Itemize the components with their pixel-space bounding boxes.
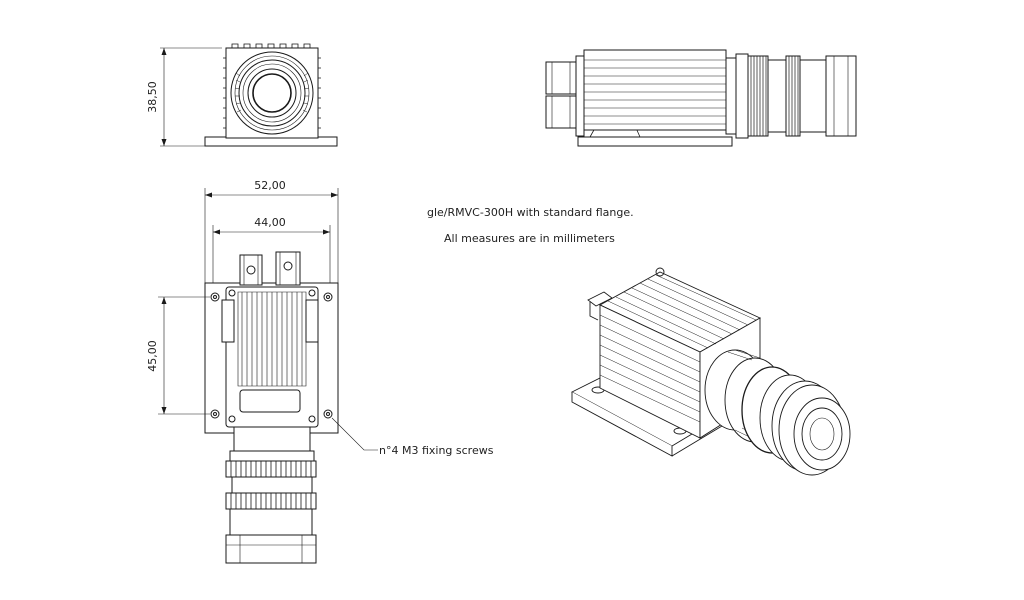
dim-width-total-label: 52,00 — [254, 179, 286, 192]
screws-note: n°4 M3 fixing screws — [379, 444, 494, 457]
title-note: gle/RMVC-300H with standard flange. — [427, 206, 634, 219]
dim-height-label: 38,50 — [146, 81, 159, 113]
dim-width-inner-label: 44,00 — [254, 216, 286, 229]
dim-hole-spacing-label: 45,00 — [146, 340, 159, 372]
front-view — [160, 43, 338, 147]
side-view — [545, 49, 857, 147]
units-note: All measures are in millimeters — [444, 232, 615, 245]
top-view — [158, 188, 378, 564]
isometric-view — [571, 267, 851, 476]
